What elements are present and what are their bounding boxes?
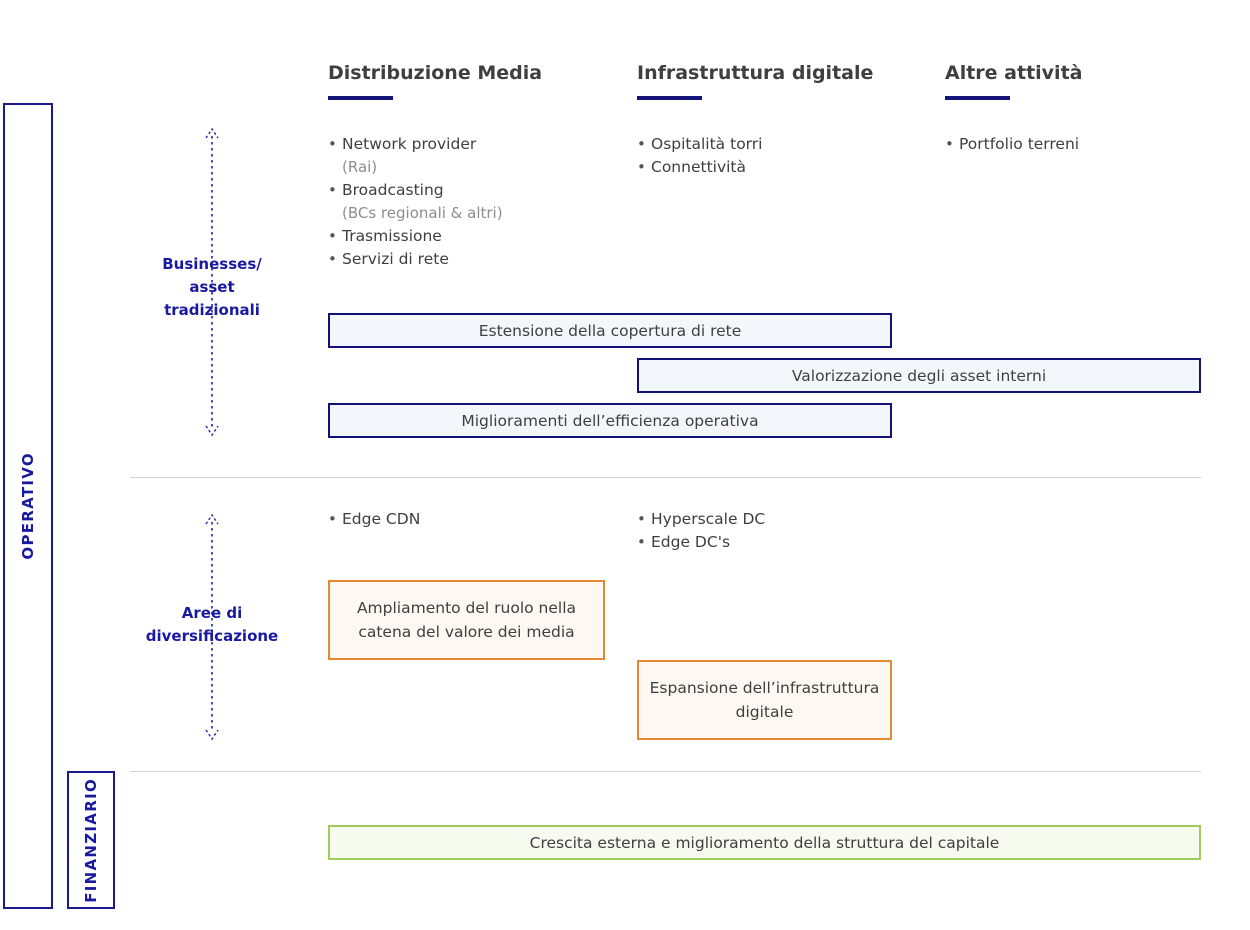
section-divider-financial — [130, 771, 1201, 772]
bullet-list-diversification-infra: • Hyperscale DC • Edge DC's — [637, 508, 927, 554]
bullet-icon: • — [637, 533, 646, 551]
initiative-box-valorizzazione-asset-interni[interactable]: Valorizzazione degli asset interni — [637, 358, 1201, 393]
double-arrow-diversification — [200, 512, 224, 742]
double-arrow-traditional — [200, 126, 224, 438]
section-divider-traditional — [130, 477, 1201, 478]
list-item-label: Edge DC's — [651, 533, 731, 551]
bullet-icon: • — [637, 510, 646, 528]
list-item-label: Servizi di rete — [342, 250, 449, 268]
axis-label-operativo-text: OPERATIVO — [19, 452, 37, 560]
bullet-icon: • — [945, 135, 954, 153]
double-arrow-icon — [205, 127, 219, 437]
list-item: • Trasmissione — [328, 225, 618, 248]
bullet-list-traditional-other: • Portfolio terreni — [945, 133, 1235, 156]
list-item-label: Network provider — [342, 135, 477, 153]
list-item-label: Broadcasting — [342, 181, 444, 199]
band-label-traditional-line1: Businesses/ — [162, 255, 262, 273]
column-header-distribuzione-media: Distribuzione Media — [328, 62, 543, 84]
list-item: • Connettività — [637, 156, 927, 179]
axis-label-operativo: OPERATIVO — [3, 103, 53, 909]
bullet-icon: • — [328, 510, 337, 528]
column-header-altre-attivita: Altre attività — [945, 62, 1083, 84]
list-item: • Ospitalità torri — [637, 133, 927, 156]
list-item: • Edge CDN — [328, 508, 618, 531]
list-item-sub: (Rai) — [342, 158, 378, 176]
list-item: • Network provider — [328, 133, 618, 156]
list-item: • Servizi di rete — [328, 248, 618, 271]
band-label-diversification: Aree di diversificazione — [132, 602, 292, 648]
column-rule-altre-attivita — [945, 96, 1010, 100]
axis-label-finanziario-text: FINANZIARIO — [82, 777, 100, 903]
band-label-traditional: Businesses/ asset tradizionali — [132, 253, 292, 322]
list-item-label: Connettività — [651, 158, 747, 176]
list-item-label: Trasmissione — [342, 227, 442, 245]
list-item: • Hyperscale DC — [637, 508, 927, 531]
column-rule-infrastruttura-digitale — [637, 96, 702, 100]
band-label-traditional-line3: tradizionali — [164, 301, 260, 319]
initiative-box-ampliamento-ruolo-catena-valore[interactable]: Ampliamento del ruolo nella catena del v… — [328, 580, 605, 660]
list-item: • Broadcasting — [328, 179, 618, 202]
bullet-icon: • — [328, 181, 337, 199]
column-header-infrastruttura-digitale: Infrastruttura digitale — [637, 62, 874, 84]
band-label-diversification-line1: Aree di — [181, 604, 243, 622]
bullet-list-traditional-infra: • Ospitalità torri • Connettività — [637, 133, 927, 179]
list-item-label: Hyperscale DC — [651, 510, 766, 528]
initiative-box-estensione-copertura-rete[interactable]: Estensione della copertura di rete — [328, 313, 892, 348]
axis-label-finanziario: FINANZIARIO — [67, 771, 115, 909]
list-item-label: Edge CDN — [342, 510, 421, 528]
initiative-box-espansione-infrastruttura-digitale[interactable]: Espansione dell’infrastruttura digitale — [637, 660, 892, 740]
initiative-box-miglioramenti-efficienza-operativa[interactable]: Miglioramenti dell’efficienza operativa — [328, 403, 892, 438]
bullet-icon: • — [328, 227, 337, 245]
list-item-sub: (BCs regionali & altri) — [342, 204, 503, 222]
initiative-box-crescita-esterna-struttura-capitale[interactable]: Crescita esterna e miglioramento della s… — [328, 825, 1201, 860]
band-label-traditional-line2: asset — [189, 278, 235, 296]
list-item: • Portfolio terreni — [945, 133, 1235, 156]
band-label-diversification-line2: diversificazione — [145, 627, 279, 645]
bullet-icon: • — [328, 135, 337, 153]
list-item-label: Portfolio terreni — [959, 135, 1080, 153]
column-rule-distribuzione-media — [328, 96, 393, 100]
bullet-icon: • — [637, 135, 646, 153]
bullet-icon: • — [637, 158, 646, 176]
bullet-list-diversification-media: • Edge CDN — [328, 508, 618, 531]
bullet-icon: • — [328, 250, 337, 268]
double-arrow-icon — [205, 513, 219, 741]
list-item: • Edge DC's — [637, 531, 927, 554]
list-item-label: Ospitalità torri — [651, 135, 763, 153]
bullet-list-traditional-media: • Network provider (Rai) • Broadcasting … — [328, 133, 618, 271]
